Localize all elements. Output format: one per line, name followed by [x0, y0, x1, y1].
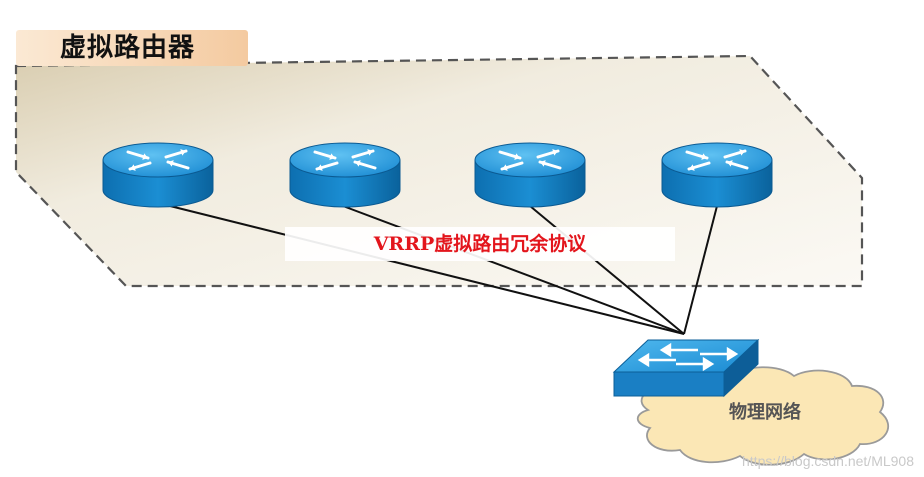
link-router-1	[157, 202, 685, 335]
vrrp-protocol-label: VRRP虚拟路由冗余协议	[285, 227, 675, 261]
router-arrows	[498, 149, 562, 171]
watermark: https://blog.csdn.net/ML908	[742, 453, 914, 469]
switch-icon	[612, 338, 760, 398]
physical-network-label: 物理网络	[729, 402, 801, 423]
router-3-icon	[474, 142, 586, 208]
router-arrows	[313, 149, 377, 171]
routers	[102, 142, 773, 208]
connections	[157, 202, 718, 335]
router-2-icon	[289, 142, 401, 208]
link-router-4	[683, 205, 718, 335]
router-arrows	[126, 149, 190, 171]
router-4-icon	[661, 142, 773, 208]
router-1-icon	[102, 142, 214, 208]
virtual-router-title: 虚拟路由器	[16, 30, 248, 66]
router-arrows	[685, 149, 749, 171]
